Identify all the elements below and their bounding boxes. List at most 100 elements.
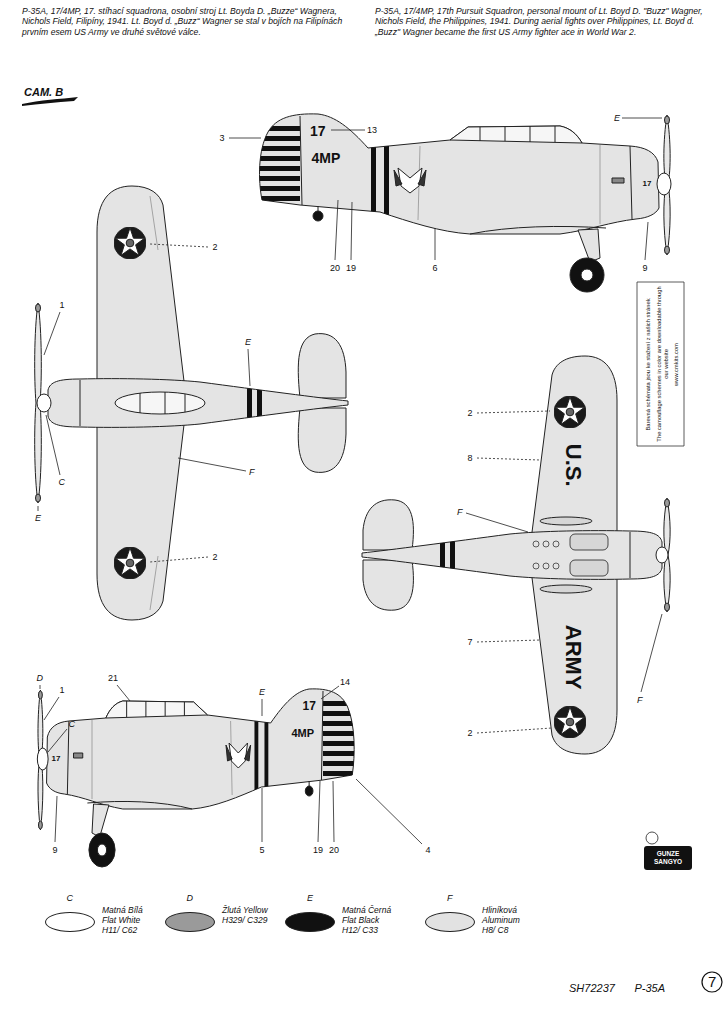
scheme-code: CAM. B [24,86,63,99]
callout-number: 8 [468,453,473,464]
color-code: F [249,467,255,478]
leader-line [38,506,39,511]
leader-line [331,130,365,131]
fuselage [362,531,662,580]
logo-plate [644,846,692,870]
bottom-view [362,356,670,754]
color-swatch [45,912,95,932]
callout-number: 21 [108,673,118,684]
leader-line [645,222,648,260]
leader-line [351,202,352,260]
wing [97,408,186,620]
heading-swoosh [22,97,78,106]
leader-line [178,458,246,471]
tailplane [298,334,346,398]
color-code: E [35,513,41,524]
leader-line [229,138,261,139]
leader-line [318,781,320,842]
color-code: C [67,893,74,904]
leader-line [321,686,339,699]
star-insignia [554,706,586,738]
callout-number: 13 [367,125,377,136]
callout-number: 19 [313,845,323,856]
callout-number: 6 [433,263,438,274]
callout-number: 2 [468,728,473,739]
aircraft-marking: 17 [310,123,326,140]
tailplane [363,500,413,550]
leader-line [335,200,338,260]
logo-emblem [646,832,658,844]
caption-text: P-35A, 17/4MP, 17th Pursuit Squadron, pe… [375,6,710,37]
caption-text: P-35A, 17/4MP, 17. stíhací squadrona, os… [22,6,347,37]
callout-number: 1 [60,685,65,696]
aircraft-marking: 4MP [312,150,341,167]
tailplane [298,408,346,472]
wing-marking: ARMY [559,625,585,690]
watermark-text: The camouflage schemes in color are down… [656,285,670,443]
callout-number: 5 [260,845,265,856]
wing [530,562,617,754]
leader-line [150,244,208,247]
watermark-text: www.cmkits.com [672,343,679,386]
callout-number: 4 [426,845,431,856]
callout-number: 2 [213,552,218,563]
callout-number: 3 [220,133,225,144]
top-view [35,186,348,620]
color-code: F [457,507,463,518]
logo-text: GUNZE SANGYO [646,850,690,866]
watermark-box [637,282,684,446]
watermark-text: Barevná schémata jsou ke stažení z našic… [645,285,652,443]
star-insignia [554,396,586,428]
color-code: D [187,893,194,904]
color-swatch [285,912,335,932]
color-code: D [37,673,44,684]
leader-line [262,788,263,842]
legend-text: Hliníková Aluminum H8/ C8 [482,905,534,936]
canopy [115,392,205,414]
wing [97,186,186,398]
callout-number: 20 [329,845,339,856]
leader-line [356,779,422,844]
callout-number: 9 [643,263,648,274]
leader-line [46,415,60,475]
star-insignia [114,547,146,579]
leader-line [40,685,41,689]
callout-number: 2 [213,242,218,253]
star-insignia [114,227,146,259]
legend-text: Žlutá Yellow H329/ C329 [222,905,274,925]
wing [530,356,617,548]
color-code: E [245,337,251,348]
color-code: E [259,687,265,698]
leader-line [55,796,57,842]
wing-marking: U.S. [559,444,585,487]
leader-line [44,312,60,355]
aircraft-marking: 17 [52,754,61,764]
aircraft-marking: 4MP [292,727,315,740]
leader-line [262,699,263,716]
kit-number: SH72237 [569,982,615,995]
leader-line [477,640,540,642]
callout-number: 9 [53,845,58,856]
leader-line [44,697,59,720]
color-swatch [425,912,475,932]
aircraft-marking: 17 [643,179,652,189]
color-code: F [637,695,643,706]
color-code: C [59,477,66,488]
leader-line [248,349,250,386]
page-number: 7 [708,973,716,991]
fuselage [48,379,348,428]
leader-line [150,557,208,562]
tailplane [363,560,413,610]
color-swatch [165,912,215,932]
leader-line [622,118,662,119]
side-view [255,114,671,292]
leader-line [477,728,552,733]
side-view [37,689,357,867]
leader-line [333,781,334,842]
callout-number: 7 [468,637,473,648]
leader-line [48,729,67,752]
leader-line [435,228,436,260]
callout-number: 1 [60,300,65,311]
